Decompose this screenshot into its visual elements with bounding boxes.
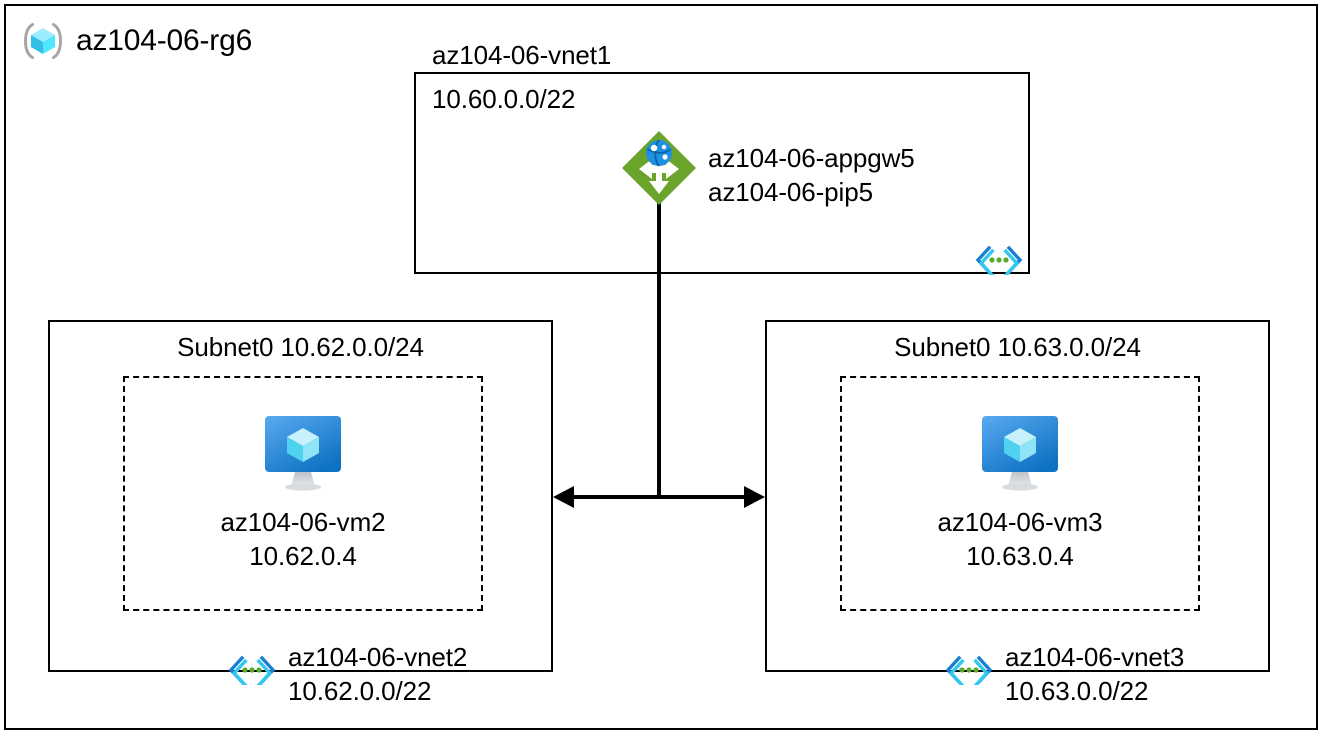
resource-group-name: az104-06-rg6 (76, 24, 253, 57)
vnet2-subnet-dashed-box (123, 376, 483, 611)
vnet2-subnet-label: Subnet0 10.62.0.0/24 (177, 332, 424, 362)
vnet3-name: az104-06-vnet3 (1005, 642, 1185, 672)
vnet2-cidr: 10.62.0.0/22 (288, 676, 432, 706)
vm3-labels: az104-06-vm3 10.63.0.4 (840, 505, 1200, 573)
vnet2-footer-labels: az104-06-vnet2 10.62.0.0/22 (288, 640, 467, 708)
vnet3-cidr: 10.63.0.0/22 (1005, 676, 1149, 706)
vnet3-subnet-dashed-box (840, 376, 1200, 611)
vnet3-footer-labels: az104-06-vnet3 10.63.0.0/22 (1005, 640, 1184, 708)
resource-group-frame (4, 4, 1318, 730)
vnet1-name: az104-06-vnet1 (432, 40, 612, 70)
vnet2-box (48, 320, 553, 672)
appgw-labels: az104-06-appgw5 az104-06-pip5 (708, 141, 915, 209)
virtual-machine-icon (974, 412, 1066, 494)
resource-group-cube-icon (22, 20, 64, 62)
virtual-machine-icon (257, 412, 349, 494)
resource-group-header: az104-06-rg6 (22, 20, 252, 62)
application-gateway-icon (620, 129, 698, 207)
vnet3-box (765, 320, 1270, 672)
vnet2-name: az104-06-vnet2 (288, 642, 468, 672)
appgw-name: az104-06-appgw5 (708, 143, 915, 173)
appgw-public-ip-name: az104-06-pip5 (708, 177, 873, 207)
vnet3-subnet-label: Subnet0 10.63.0.0/24 (894, 332, 1141, 362)
vnet1-box (414, 72, 1030, 274)
virtual-network-icon (945, 655, 993, 688)
vm2-ip: 10.62.0.4 (249, 541, 357, 571)
vm3-name: az104-06-vm3 (937, 507, 1103, 537)
virtual-network-icon (228, 655, 276, 688)
vm2-name: az104-06-vm2 (220, 507, 386, 537)
virtual-network-icon (975, 245, 1023, 278)
vm2-labels: az104-06-vm2 10.62.0.4 (123, 505, 483, 573)
vm3-ip: 10.63.0.4 (966, 541, 1074, 571)
vnet1-cidr: 10.60.0.0/22 (432, 84, 576, 114)
